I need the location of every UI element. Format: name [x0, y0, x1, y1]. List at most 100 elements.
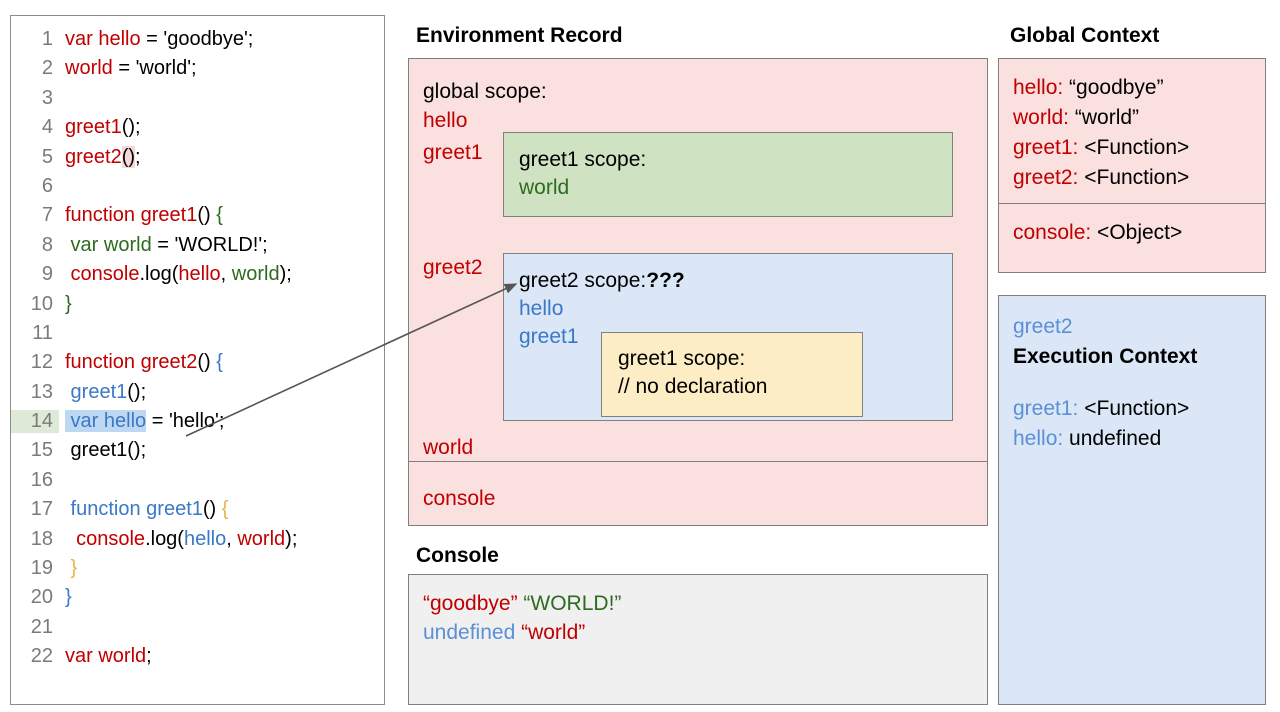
code-line[interactable]: 12 function greet2() { [11, 351, 384, 380]
code-line[interactable]: 21 [11, 616, 384, 645]
code-token: var world [65, 233, 152, 256]
code-line[interactable]: 13 greet1(); [11, 381, 384, 410]
code-token: ; [135, 145, 141, 168]
er-binding-world: world [423, 436, 474, 459]
greet2-scope-entry-hello: hello [519, 297, 564, 320]
code-line-text: console.log(hello, world); [59, 263, 292, 286]
line-number: 13 [30, 380, 53, 403]
code-token: () [197, 204, 217, 227]
code-line-text: greet1(); [59, 439, 147, 462]
er-console-row: console [409, 462, 987, 525]
context-entry-value: “world” [1069, 106, 1140, 129]
code-token: console [65, 263, 140, 286]
context-entry-value: <Object> [1091, 221, 1183, 244]
code-line-text: greet1(); [59, 116, 141, 139]
code-token: } [65, 292, 72, 315]
code-line-text: var hello = 'hello'; [59, 410, 224, 433]
global-context-objects: console: <Object> [999, 204, 1265, 248]
code-token: greet1(); [65, 439, 147, 462]
execution-context-name: greet2 [1013, 315, 1073, 338]
greet2-scope-box: greet2 scope:??? hello greet1 greet1 sco… [503, 253, 953, 421]
code-token: (); [127, 380, 147, 403]
code-line[interactable]: 9 console.log(hello, world); [11, 263, 384, 292]
context-entry-key: greet1: [1013, 397, 1079, 420]
code-token: world [237, 527, 286, 550]
global-scope-label: global scope: [423, 80, 547, 103]
code-token: var hello [65, 28, 141, 50]
code-token: = 'goodbye'; [140, 28, 254, 50]
greet2-scope-unknown-marker: ??? [646, 269, 685, 292]
code-token: .log( [145, 527, 184, 550]
code-token: world [65, 57, 113, 80]
context-entry-key: console: [1013, 221, 1092, 244]
line-number: 2 [41, 57, 53, 80]
code-line-text: greet2(); [59, 145, 141, 169]
spacer [1013, 372, 1265, 394]
console-output-box[interactable]: “goodbye” “WORLD!”undefined “world” [408, 574, 988, 705]
er-binding-console: console [423, 487, 496, 510]
code-token: function greet1 [65, 498, 203, 521]
code-token: () [197, 351, 217, 374]
global-scope-area: global scope: hello greet1 greet2 world … [409, 59, 987, 462]
code-token: var world [65, 645, 147, 668]
code-line[interactable]: 15 greet1(); [11, 439, 384, 468]
global-context-title: Global Context [1010, 24, 1160, 47]
code-token: hello [178, 263, 221, 286]
code-line[interactable]: 16 [11, 469, 384, 498]
code-line-text: function greet2() { [59, 351, 223, 374]
code-line-text: var world = 'WORLD!'; [59, 234, 268, 257]
code-token: world [231, 263, 280, 286]
code-line[interactable]: 20} [11, 586, 384, 615]
code-line[interactable]: 8 var world = 'WORLD!'; [11, 234, 384, 263]
code-token: var hello [65, 410, 147, 433]
code-token: (); [121, 116, 141, 139]
code-line[interactable]: 6 [11, 175, 384, 204]
line-number: 6 [41, 174, 53, 197]
code-line-text: } [59, 293, 72, 316]
code-line[interactable]: 3 [11, 87, 384, 116]
greet1-scope-header: greet1 scope: [519, 148, 647, 171]
line-number: 10 [30, 292, 53, 315]
code-token: greet1 [65, 116, 122, 139]
console-line: “goodbye” “WORLD!” [423, 589, 987, 618]
code-line[interactable]: 11 [11, 322, 384, 351]
context-entry-key: greet2: [1013, 166, 1079, 189]
line-number: 12 [30, 351, 53, 374]
code-line[interactable]: 22 var world; [11, 645, 384, 674]
line-number: 11 [32, 321, 53, 344]
code-line-text: } [59, 557, 78, 580]
nested-greet1-scope-box: greet1 scope: // no declaration [601, 332, 863, 417]
context-entry: greet1: <Function> [1013, 133, 1265, 163]
code-line[interactable]: 19 } [11, 557, 384, 586]
line-number: 15 [30, 439, 53, 462]
console-lines-container: “goodbye” “WORLD!”undefined “world” [423, 589, 987, 647]
code-line-text: function greet1() { [59, 204, 223, 227]
code-line-text: function greet1() { [59, 498, 229, 521]
context-entry: world: “world” [1013, 103, 1265, 133]
line-number: 20 [30, 586, 53, 609]
code-line-text: var world; [59, 645, 152, 668]
code-line[interactable]: 14 var hello = 'hello'; [11, 410, 384, 439]
context-entry-key: hello: [1013, 76, 1064, 99]
console-token: “world” [521, 621, 586, 644]
global-context-box: hello: “goodbye”world: “world”greet1: <F… [998, 58, 1266, 273]
code-line[interactable]: 18 console.log(hello, world); [11, 528, 384, 557]
code-line[interactable]: 17 function greet1() { [11, 498, 384, 527]
code-token: console [65, 527, 146, 550]
code-token: hello [183, 527, 227, 550]
line-number: 22 [30, 645, 53, 668]
line-number: 3 [41, 86, 53, 109]
code-token: ); [279, 263, 292, 286]
context-entry: greet1: <Function> [1013, 394, 1265, 424]
line-number: 21 [30, 615, 53, 638]
environment-record-box: global scope: hello greet1 greet2 world … [408, 58, 988, 526]
code-token: { [216, 204, 223, 227]
console-line: undefined “world” [423, 618, 987, 647]
code-line[interactable]: 10} [11, 293, 384, 322]
